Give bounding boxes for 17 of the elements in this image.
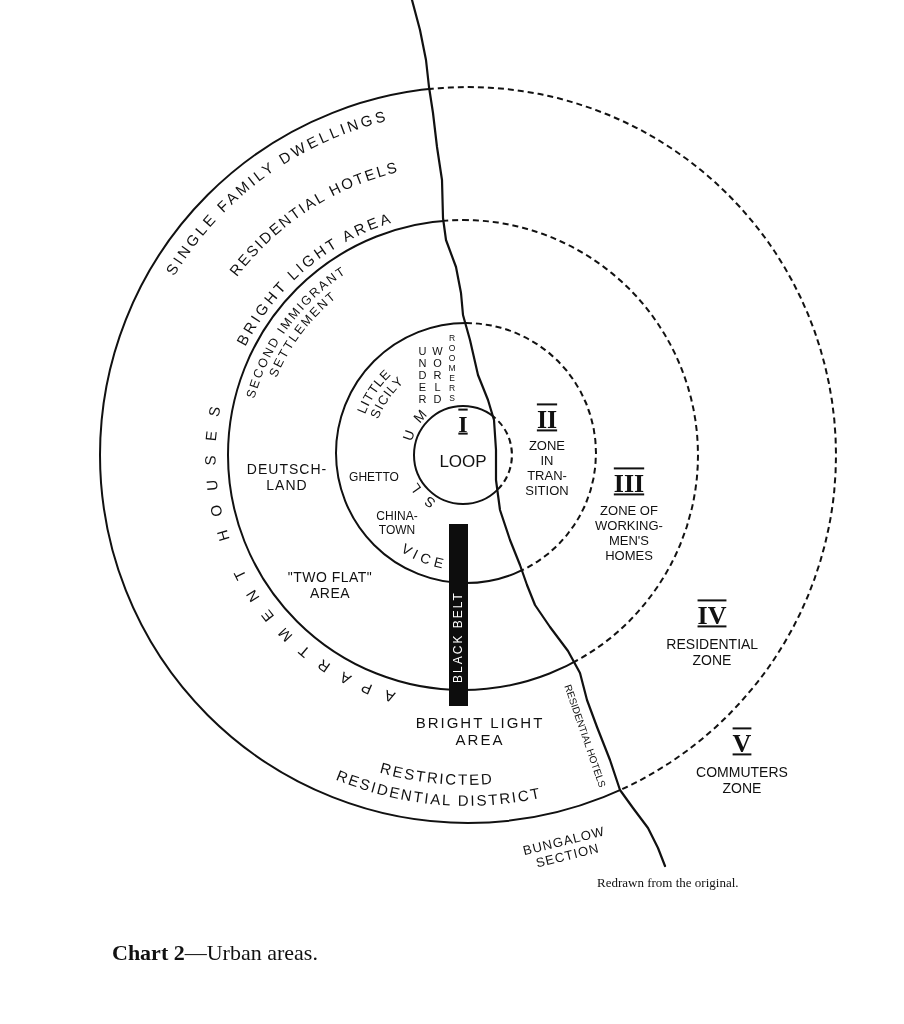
source-note: Redrawn from the original. [597,876,739,891]
zone-numeral: I [458,409,468,439]
zone-label: ZONE OF WORKING- MEN'S HOMES [594,503,664,563]
zone-label: RESIDENTIAL ZONE [666,635,758,669]
district-band [449,524,468,706]
band-label: BLACK BELT [451,591,466,683]
caption: Chart 2—Urban areas. [112,940,318,967]
district-label: BRIGHT LIGHT AREA [414,713,546,749]
zone-label: ZONE IN TRAN- SITION [525,438,569,498]
zone-label: COMMUTERS ZONE [696,763,788,797]
zone-numeral: V [732,728,752,760]
zone-numeral: IV [697,600,727,632]
district-label: UNDER WORLD [415,344,445,407]
zone-label: LOOP [439,452,487,472]
district-label: ROOMERS [447,333,457,403]
zone-numeral: III [613,468,645,500]
zone-numeral: II [536,404,558,436]
